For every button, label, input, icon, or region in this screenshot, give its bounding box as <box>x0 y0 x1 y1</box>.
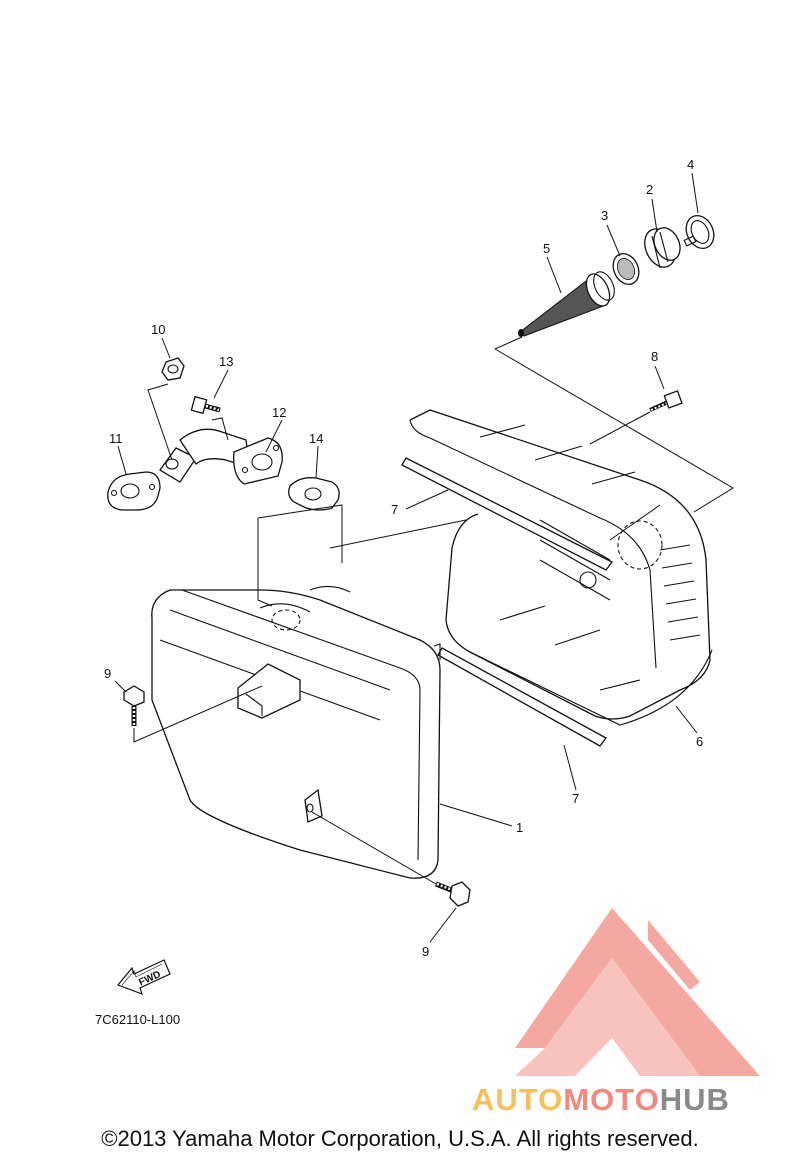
callout-8: 8 <box>651 349 658 364</box>
part-bolt-9-bottom <box>435 881 471 907</box>
part-muffler-cover <box>409 409 713 726</box>
part-gasket-strip-lower <box>437 647 607 747</box>
callout-7-lower: 7 <box>572 791 579 806</box>
callout-1: 1 <box>516 820 523 835</box>
callout-13: 13 <box>219 354 233 369</box>
part-gasket-14 <box>288 477 340 511</box>
copyright-notice: ©2013 Yamaha Motor Corporation, U.S.A. A… <box>101 1126 699 1151</box>
part-nut <box>161 357 185 381</box>
part-gasket-11 <box>107 471 161 511</box>
callout-2: 2 <box>646 182 653 197</box>
part-exhaust-pipe <box>159 428 283 485</box>
brand-moto: MOTO <box>563 1082 660 1117</box>
callout-3: 3 <box>601 208 608 223</box>
callout-6: 6 <box>696 734 703 749</box>
callout-10: 10 <box>151 322 165 337</box>
callouts: 1 2 3 4 5 6 7 7 8 9 9 10 11 12 13 14 <box>104 157 703 959</box>
part-muffler <box>151 585 441 879</box>
callout-7-upper: 7 <box>391 502 398 517</box>
automotohub-logo-mark <box>515 908 760 1076</box>
callout-4: 4 <box>687 157 694 172</box>
part-screw-8 <box>649 390 683 412</box>
part-bolt-13 <box>190 395 221 415</box>
callout-11: 11 <box>109 431 123 446</box>
callout-5: 5 <box>543 241 550 256</box>
brand-hub: HUB <box>659 1082 730 1117</box>
part-gasket-strip-upper <box>401 457 613 571</box>
part-spark-arrester <box>518 271 615 337</box>
reference-lines <box>133 336 734 885</box>
callout-9-bottom: 9 <box>422 944 429 959</box>
watermark-brand: AUTOMOTOHUB <box>472 1082 730 1118</box>
part-bolt-9-left <box>123 685 145 726</box>
fwd-arrow-icon: FWD <box>117 959 171 996</box>
callout-12: 12 <box>272 405 286 420</box>
callout-9-left: 9 <box>104 666 111 681</box>
part-cap <box>644 227 681 269</box>
part-code: 7C62110-L100 <box>95 1012 180 1027</box>
callout-14: 14 <box>309 431 323 446</box>
leader-lines <box>114 172 699 943</box>
brand-auto: AUTO <box>472 1082 564 1117</box>
part-hose-clamp <box>683 214 715 250</box>
part-screen <box>612 252 640 286</box>
